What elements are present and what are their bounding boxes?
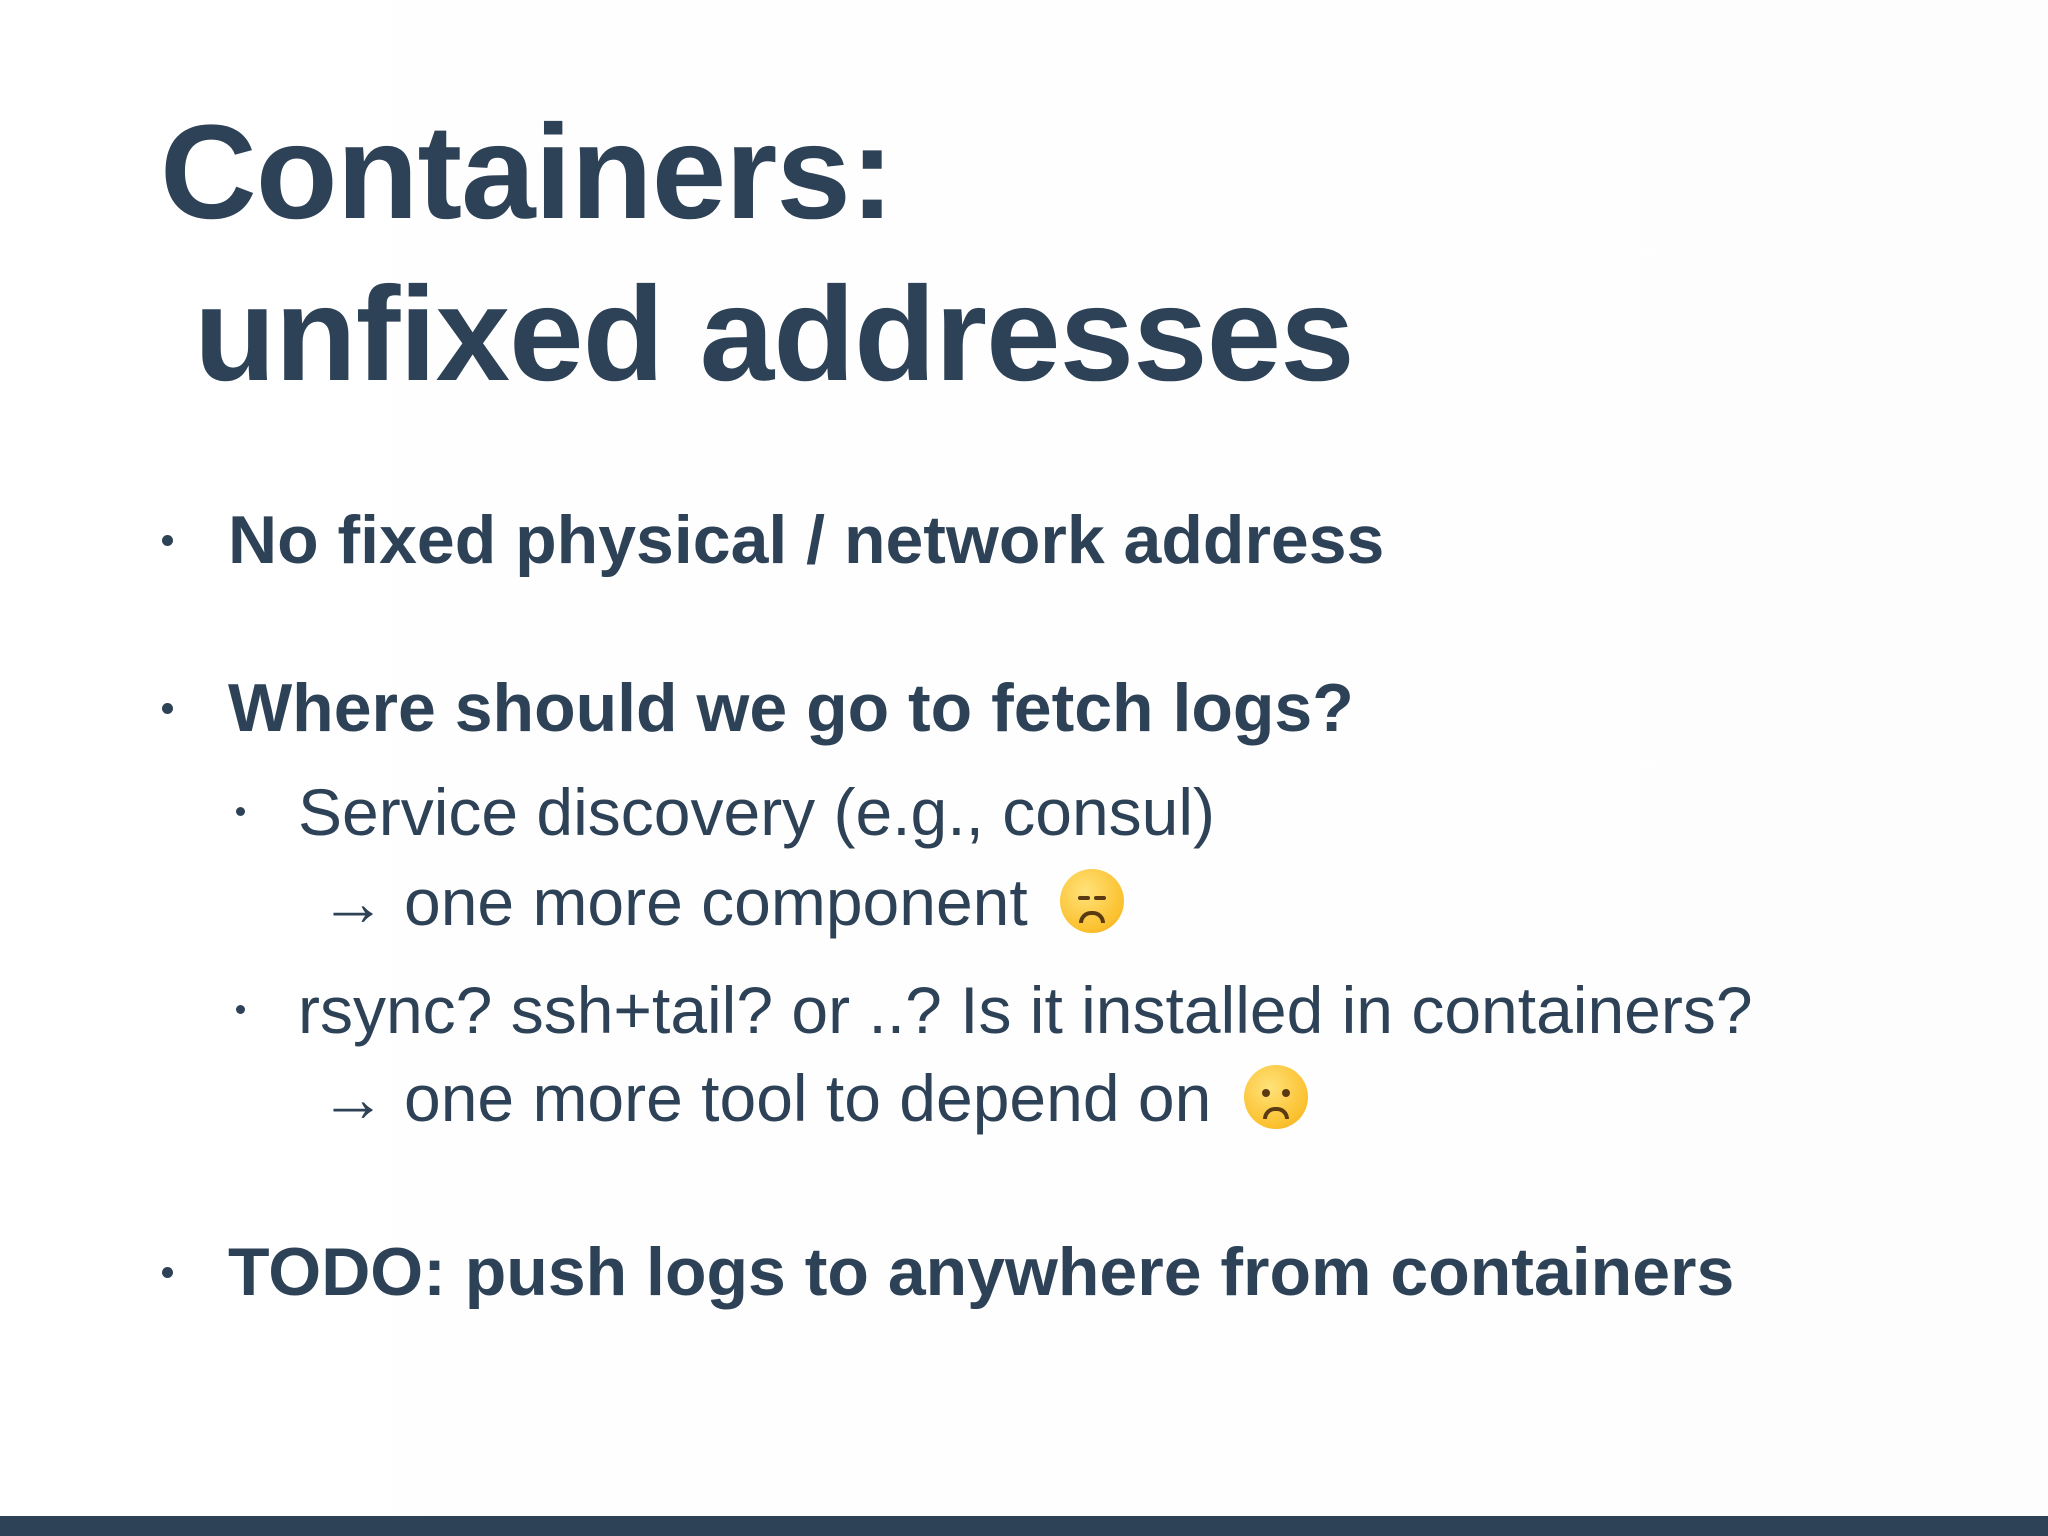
bullet-no-fixed-address: No fixed physical / network address xyxy=(162,498,1385,582)
subbullet-detail-text: one more tool to depend on xyxy=(404,1061,1212,1135)
subbullet-detail-one-more-tool: →one more tool to depend on xyxy=(320,1056,1308,1140)
bullet-dot-icon xyxy=(162,703,173,714)
bullet-text: No fixed physical / network address xyxy=(228,502,1385,578)
subbullet-text: Service discovery (e.g., consul) xyxy=(298,775,1216,849)
subbullet-service-discovery: Service discovery (e.g., consul) xyxy=(236,770,1216,854)
right-arrow-icon: → xyxy=(320,865,386,939)
bullet-text: TODO: push logs to anywhere from contain… xyxy=(228,1234,1735,1310)
bullet-where-fetch-logs: Where should we go to fetch logs? xyxy=(162,666,1354,750)
slide-title-line-1: Containers: xyxy=(160,98,895,247)
right-arrow-icon: → xyxy=(320,1061,386,1135)
bullet-todo-push-logs: TODO: push logs to anywhere from contain… xyxy=(162,1230,1735,1314)
subbullet-detail-text: one more component xyxy=(404,865,1028,939)
frowning-face-icon xyxy=(1243,1065,1308,1129)
subbullet-rsync-ssh: rsync? ssh+tail? or ..? Is it installed … xyxy=(236,968,1753,1052)
subbullet-dot-icon xyxy=(236,807,245,816)
subbullet-text: rsync? ssh+tail? or ..? Is it installed … xyxy=(298,973,1753,1047)
subbullet-detail-one-more-component: →one more component xyxy=(320,860,1125,944)
disappointed-face-icon xyxy=(1060,869,1125,933)
bullet-text: Where should we go to fetch logs? xyxy=(228,670,1354,746)
slide-title: Containers: unfixed addresses xyxy=(160,92,1355,416)
bullet-dot-icon xyxy=(162,1267,173,1278)
bottom-bar xyxy=(0,1516,2048,1536)
subbullet-dot-icon xyxy=(236,1005,245,1014)
bullet-dot-icon xyxy=(162,535,173,546)
slide-title-line-2: unfixed addresses xyxy=(194,260,1355,409)
